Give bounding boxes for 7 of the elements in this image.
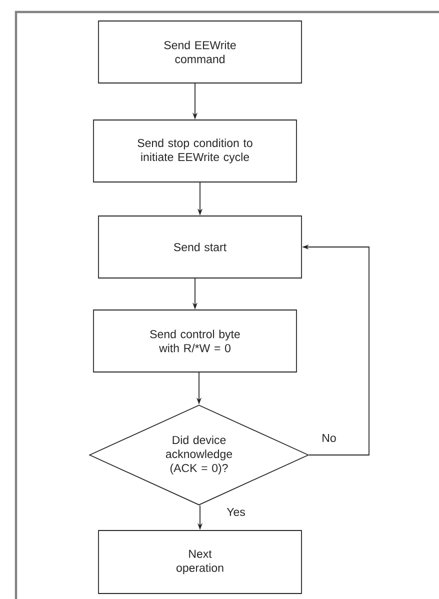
process-box: Send control byte with R/*W = 0	[93, 310, 297, 372]
process-box: Send stop condition to initiate EEWrite cycle	[93, 120, 297, 182]
edge-label: Yes	[226, 507, 246, 518]
process-box: Next operation	[98, 530, 302, 594]
process-box: Send EEWrite command	[98, 20, 302, 84]
edge-label: No	[320, 433, 338, 444]
process-box: Send start	[98, 216, 302, 278]
